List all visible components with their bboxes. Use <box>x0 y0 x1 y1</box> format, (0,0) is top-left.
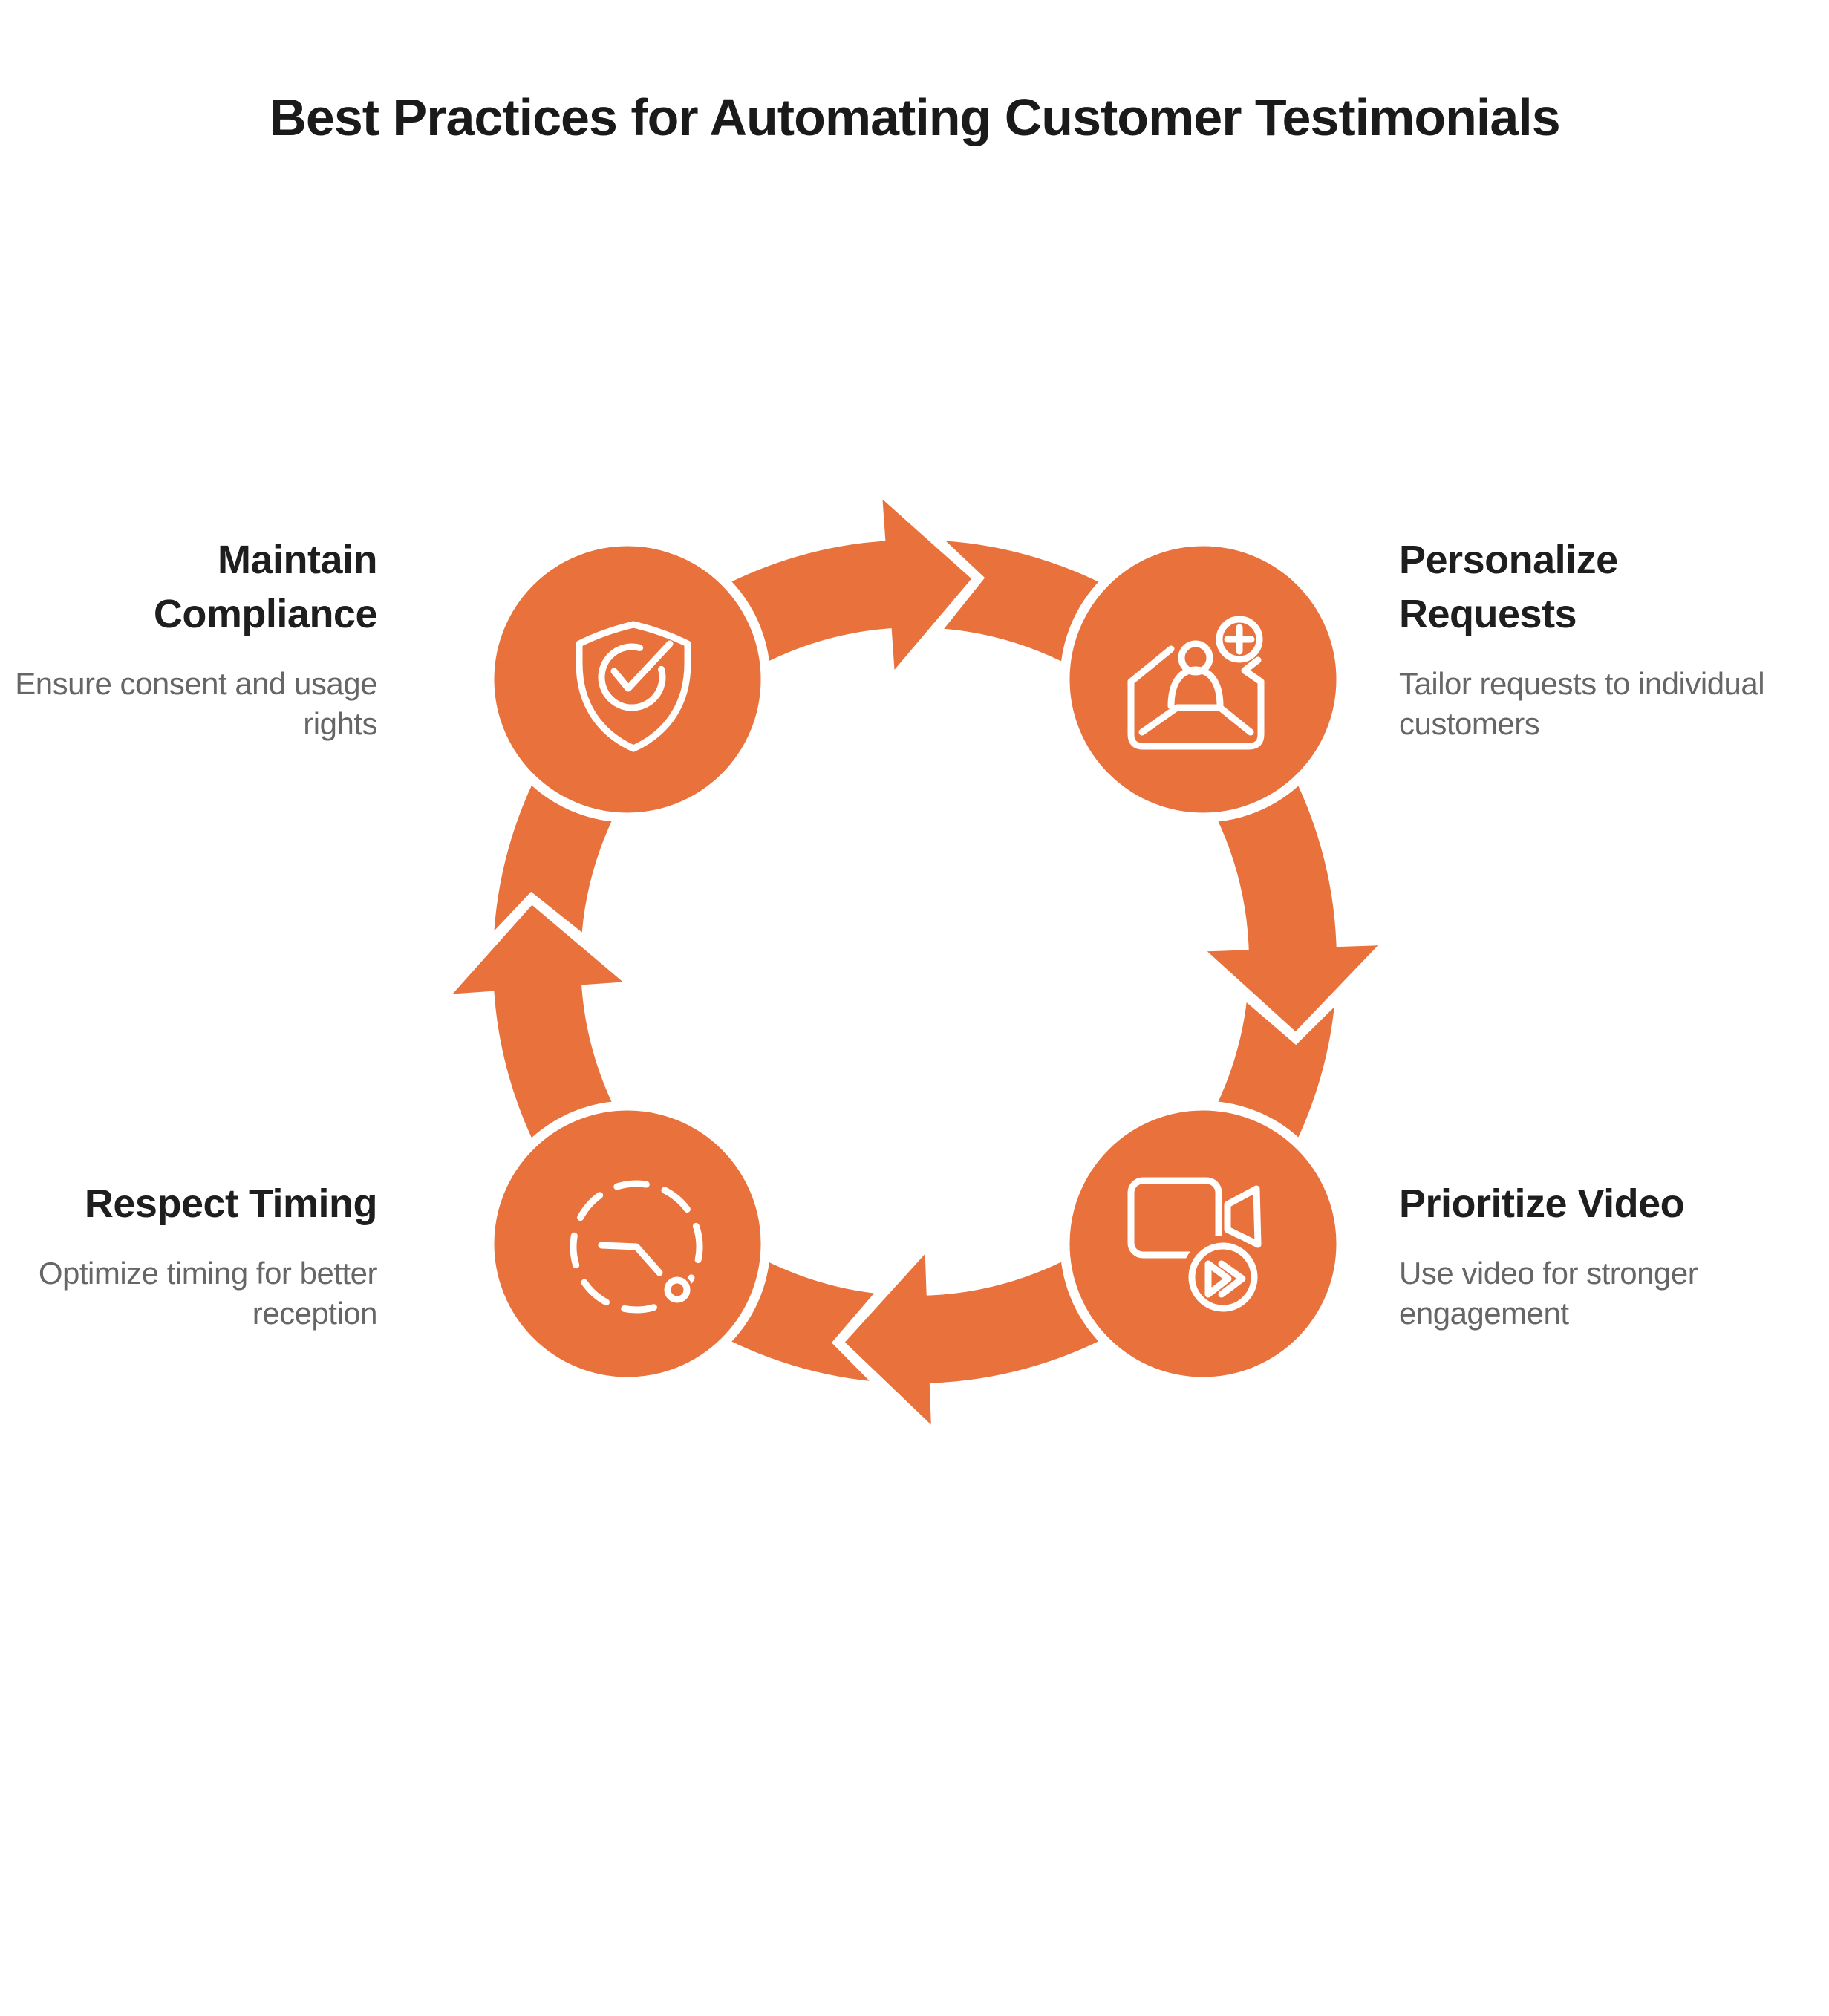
step-block-respect-timing: Respect Timing Optimize timing for bette… <box>0 1177 378 1334</box>
step-title: Personalize Requests <box>1399 538 1618 636</box>
page-title: Best Practices for Automating Customer T… <box>269 88 1560 146</box>
step-title: Respect Timing <box>84 1181 378 1226</box>
node-prioritize-video <box>1060 1100 1346 1387</box>
node-circle <box>484 536 771 823</box>
node-circle <box>1060 536 1346 823</box>
clock-timing-icon <box>570 1180 703 1314</box>
step-block-personalize-requests: Personalize Requests Tailor requests to … <box>1399 533 1770 744</box>
node-respect-timing <box>484 1100 771 1387</box>
cycle-arrow-right <box>1198 945 1389 1045</box>
node-personalize-requests <box>1060 536 1346 823</box>
step-description: Tailor requests to individual customers <box>1399 666 1765 741</box>
arrowhead-icon <box>1207 945 1378 1032</box>
step-block-prioritize-video: Prioritize Video Use video for stronger … <box>1399 1177 1770 1334</box>
arrowhead-icon <box>882 499 972 670</box>
step-title: Maintain Compliance <box>153 538 378 636</box>
arrowhead-icon <box>844 1253 931 1425</box>
envelope-add-user-icon <box>1127 616 1265 750</box>
step-title: Prioritize Video <box>1399 1181 1685 1226</box>
arrowhead-icon <box>452 904 623 994</box>
shield-check-icon <box>576 621 691 752</box>
step-description: Optimize timing for better reception <box>38 1256 378 1331</box>
step-description: Ensure consent and usage rights <box>15 666 377 741</box>
cycle-arrow-left <box>442 891 633 994</box>
video-fast-forward-icon <box>1127 1177 1265 1319</box>
cycle-arrow-bottom <box>831 1244 931 1435</box>
step-description: Use video for stronger engagement <box>1399 1256 1698 1331</box>
step-block-maintain-compliance: Maintain Compliance Ensure consent and u… <box>0 533 377 744</box>
node-maintain-compliance <box>484 536 771 823</box>
cycle-arrow-top <box>882 489 985 679</box>
